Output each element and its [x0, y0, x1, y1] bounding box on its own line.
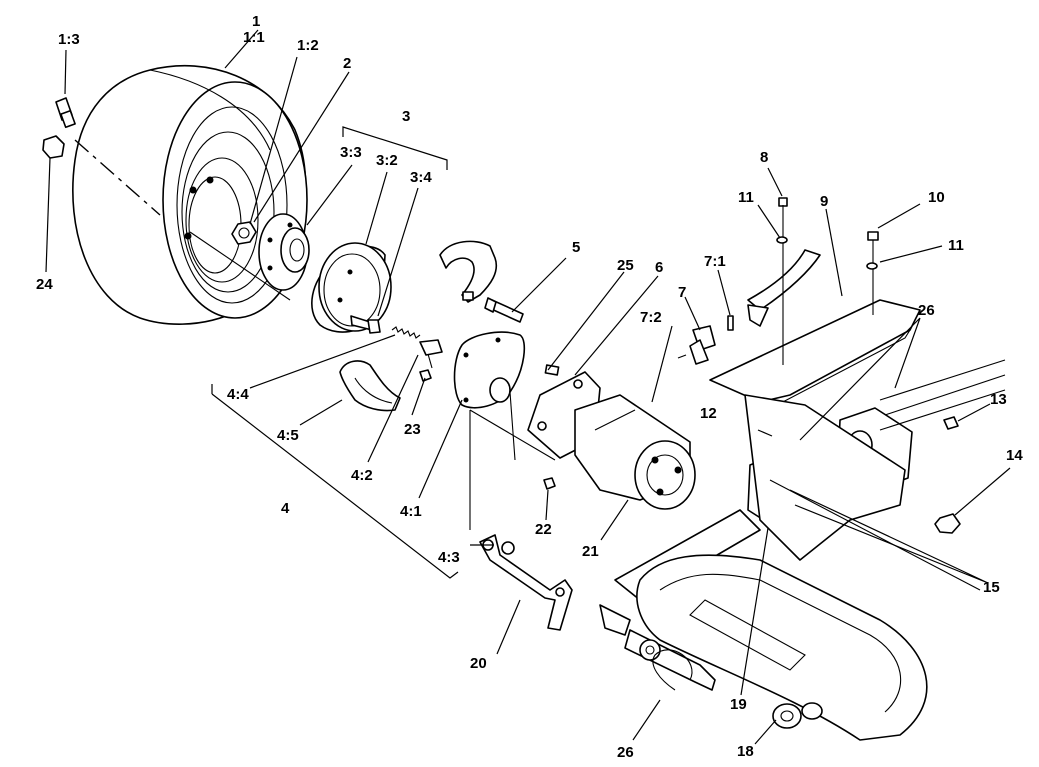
callout-20: 20 — [470, 655, 487, 672]
callout-22: 22 — [535, 521, 552, 538]
callout-8: 8 — [760, 149, 768, 166]
o-ring — [727, 315, 734, 331]
bracket-3 — [342, 126, 448, 170]
assembly-centerline-hub — [189, 231, 291, 301]
brake-drum — [311, 242, 392, 333]
callout-7: 7 — [678, 284, 686, 301]
callout-4-2: 4:2 — [351, 467, 373, 484]
wheel-stud — [350, 315, 381, 334]
callout-1-2: 1:2 — [297, 37, 319, 54]
callout-7-2: 7:2 — [640, 309, 662, 326]
callout-4-5: 4:5 — [277, 427, 299, 444]
seal-ring — [677, 354, 687, 359]
hydraulic-fitting — [689, 325, 716, 365]
nut-14 — [934, 513, 961, 534]
callout-2: 2 — [343, 55, 351, 72]
callout-5: 5 — [572, 239, 580, 256]
callout-7-1: 7:1 — [704, 253, 726, 270]
lug-nut — [42, 135, 65, 159]
mounting-bolt — [484, 297, 524, 323]
frame-members — [614, 359, 1006, 741]
callout-3-2: 3:2 — [376, 152, 398, 169]
bushings — [772, 702, 823, 729]
assembly-line-plate — [509, 391, 516, 461]
callout-24: 24 — [36, 276, 53, 293]
brake-cam — [419, 339, 443, 369]
callout-11-lower: 11 — [948, 237, 964, 254]
callout-15: 15 — [983, 579, 1000, 596]
callout-25: 25 — [617, 257, 634, 274]
callout-4-3: 4:3 — [438, 549, 460, 566]
callout-23: 23 — [404, 421, 421, 438]
callout-26-upper: 26 — [918, 302, 935, 319]
key — [544, 364, 560, 376]
hydraulic-hose — [747, 249, 821, 327]
callout-4-1: 4:1 — [400, 503, 422, 520]
brake-lever-arm — [479, 534, 573, 631]
hub-flange — [258, 213, 310, 291]
callout-18: 18 — [737, 743, 754, 760]
callout-1: 1 — [252, 13, 260, 30]
hydraulic-motor — [574, 394, 696, 510]
callout-21: 21 — [582, 543, 599, 560]
callout-11-upper: 11 — [738, 189, 754, 206]
control-linkage — [599, 604, 716, 691]
nut-small — [543, 477, 556, 490]
brake-spring — [391, 326, 421, 339]
backing-plate — [453, 331, 526, 409]
callout-4: 4 — [281, 500, 290, 517]
screw-small — [419, 369, 432, 382]
callout-3-3: 3:3 — [340, 144, 362, 161]
callout-1-1: 1:1 — [243, 29, 265, 46]
brake-shoe-lower — [339, 360, 401, 412]
callout-6: 6 — [655, 259, 663, 276]
leader-lines — [45, 29, 1011, 745]
valve-stem — [55, 97, 76, 129]
nut-13 — [943, 416, 959, 430]
callout-3-4: 3:4 — [410, 169, 432, 186]
callout-14: 14 — [1006, 447, 1023, 464]
hardware-stack-right — [866, 231, 879, 315]
callout-4-4: 4:4 — [227, 386, 249, 403]
callout-26-lower: 26 — [617, 744, 634, 761]
callout-13: 13 — [990, 391, 1007, 408]
callout-19: 19 — [730, 696, 747, 713]
bracket-4 — [211, 384, 459, 579]
brake-shoe-upper — [439, 240, 498, 303]
callout-1-3: 1:3 — [58, 31, 80, 48]
assembly-line-lever — [469, 409, 556, 530]
hardware-stack-left — [776, 197, 788, 365]
callout-3: 3 — [402, 108, 410, 125]
callout-9: 9 — [820, 193, 828, 210]
callout-12: 12 — [700, 405, 717, 422]
callout-10: 10 — [928, 189, 945, 206]
cotter-ring — [652, 649, 693, 691]
assembly-centerline-wheel — [74, 139, 161, 216]
